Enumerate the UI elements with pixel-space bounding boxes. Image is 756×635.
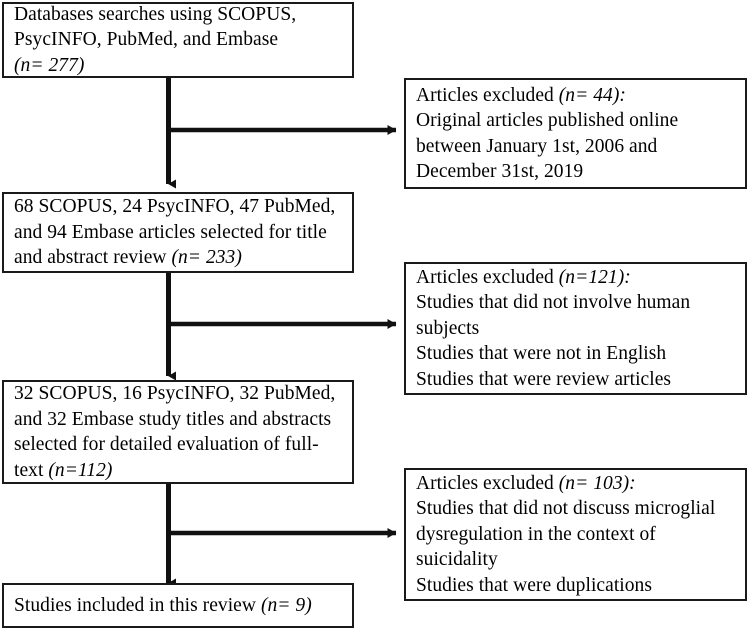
- exclusion-heading: Articles excluded: [416, 84, 559, 106]
- exclusion-reasons: Studies that did not involve human subje…: [416, 292, 691, 390]
- connector-stage3: [166, 483, 397, 588]
- exclusion-box-publication-date: Articles excluded (n= 44): Original arti…: [404, 78, 747, 189]
- flow-box-records-identified: Databases searches using SCOPUS, PsycINF…: [2, 2, 354, 78]
- count-label: (n=121):: [558, 266, 631, 288]
- exclusion-heading: Articles excluded: [416, 472, 559, 494]
- flow-box-text: 32 SCOPUS, 16 PsycINFO, 32 PubMed, and 3…: [14, 383, 336, 481]
- flow-box-text: Databases searches using SCOPUS, PsycINF…: [14, 3, 297, 76]
- count-label: (n= 103):: [558, 472, 636, 494]
- count-label: (n= 277): [14, 54, 85, 76]
- flow-box-title-abstract-review: 68 SCOPUS, 24 PsycINFO, 47 PubMed, and 9…: [2, 192, 354, 273]
- count-label: (n= 44):: [558, 84, 626, 106]
- exclusion-reasons: Studies that did not discuss microglial …: [416, 498, 716, 596]
- exclusion-box-text: Articles excluded (n= 103): Studies that…: [406, 471, 745, 599]
- count-label: (n=112): [48, 459, 113, 481]
- exclusion-box-topic: Articles excluded (n= 103): Studies that…: [404, 468, 747, 601]
- flow-box-text: 68 SCOPUS, 24 PsycINFO, 47 PubMed, and 9…: [14, 196, 336, 269]
- connector-stage2: [166, 272, 397, 381]
- exclusion-heading: Articles excluded: [416, 266, 559, 288]
- flow-box-full-text-evaluation: 32 SCOPUS, 16 PsycINFO, 32 PubMed, and 3…: [2, 380, 354, 484]
- exclusion-box-text: Articles excluded (n=121): Studies that …: [406, 265, 745, 393]
- flow-box-text: Studies included in this review (n= 9): [14, 594, 312, 616]
- connector-stage1: [166, 77, 397, 189]
- count-label: (n= 9): [260, 594, 312, 616]
- exclusion-box-text: Articles excluded (n= 44): Original arti…: [406, 83, 745, 185]
- flow-box-studies-included: Studies included in this review (n= 9): [2, 583, 354, 628]
- exclusion-box-criteria: Articles excluded (n=121): Studies that …: [404, 262, 747, 395]
- count-label: (n= 233): [171, 247, 242, 269]
- exclusion-reasons: Original articles published online betwe…: [416, 110, 679, 182]
